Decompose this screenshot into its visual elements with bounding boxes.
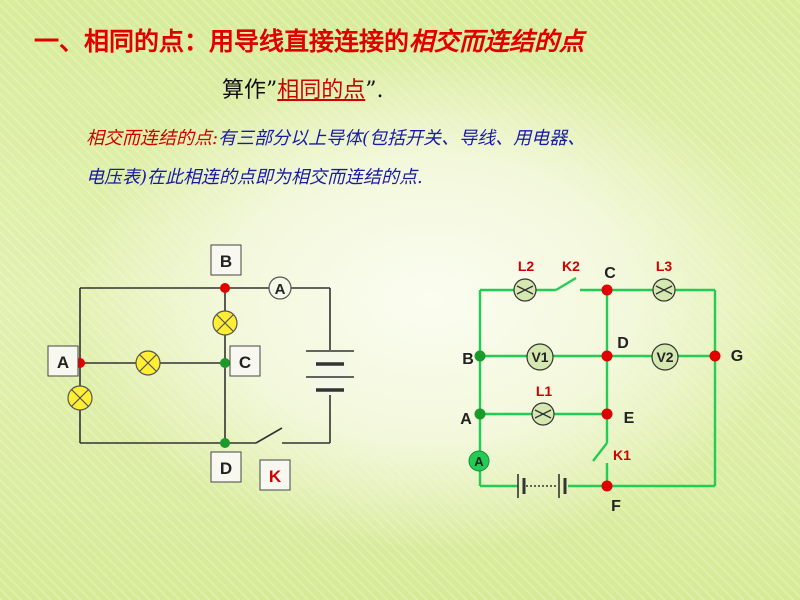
left-label-d-box: D <box>210 451 242 483</box>
left-label-c-box: C <box>229 345 261 377</box>
label-b: B <box>462 351 474 368</box>
left-label-b: B <box>220 252 232 271</box>
label-c: C <box>604 265 616 282</box>
right-node-f-dot <box>601 480 613 492</box>
right-node-e-dot <box>601 408 613 420</box>
battery-gap <box>314 351 346 393</box>
heading-emphasis: 相交而连结的点 <box>409 27 585 56</box>
switch-k1-blade <box>592 442 608 462</box>
right-node-b-dot <box>474 350 486 362</box>
subline: 算作”相同的点”. <box>222 72 384 104</box>
right-node-g-dot <box>709 350 721 362</box>
label-e: E <box>624 410 635 427</box>
definition-line-2: 电压表)在此相连的点即为相交而连结的点. <box>86 167 423 188</box>
heading-prefix: 一、相同的点：用导线直接连接的 <box>34 27 410 56</box>
right-node-c-dot <box>601 284 613 296</box>
label-l3: L3 <box>656 258 673 274</box>
lamp-left <box>67 385 93 411</box>
voltmeter-v2: V2 <box>651 343 679 371</box>
subline-before: 算作” <box>222 78 278 103</box>
left-label-c: C <box>239 353 251 372</box>
ammeter-left-label: A <box>275 281 286 298</box>
label-g: G <box>731 348 743 365</box>
left-label-k: K <box>269 467 282 486</box>
ammeter-right-label: A <box>474 454 484 469</box>
left-node-b-dot <box>220 283 230 293</box>
slide-heading: 一、相同的点：用导线直接连接的相交而连结的点 <box>34 22 584 58</box>
battery-right <box>517 474 567 498</box>
lamp-l2 <box>513 278 537 302</box>
left-label-a: A <box>57 353 69 372</box>
label-a: A <box>460 411 472 428</box>
label-d: D <box>617 335 629 352</box>
right-node-a-dot <box>474 408 486 420</box>
label-l1: L1 <box>536 383 553 399</box>
definition-line-1: 相交而连结的点:有三部分以上导体(包括开关、导线、用电器、 <box>86 124 585 150</box>
left-label-k-box: K <box>259 459 291 491</box>
subline-underlined: 相同的点 <box>277 78 366 103</box>
label-k1: K1 <box>613 447 631 463</box>
switch-k-blade <box>255 427 283 444</box>
label-l2: L2 <box>518 258 535 274</box>
left-node-c-dot <box>220 358 230 368</box>
left-label-d: D <box>220 459 232 478</box>
right-node-d-dot <box>601 350 613 362</box>
subline-after: ”. <box>365 78 384 103</box>
label-f: F <box>611 498 621 515</box>
lamp-top-right <box>212 310 238 336</box>
left-label-b-box: B <box>210 244 242 276</box>
lamp-l3 <box>652 278 676 302</box>
switch-k2-blade <box>555 276 577 292</box>
left-node-d-dot <box>220 438 230 448</box>
definition-line-1-rest: 有三部分以上导体(包括开关、导线、用电器、 <box>218 128 586 149</box>
ammeter-right: A <box>468 450 490 472</box>
right-wires <box>478 276 717 488</box>
lamp-middle <box>135 350 161 376</box>
label-k2: K2 <box>562 258 580 274</box>
battery-left <box>306 350 354 393</box>
lamp-l1 <box>531 402 555 426</box>
ammeter-left: A <box>268 276 292 300</box>
left-label-a-box: A <box>47 345 79 377</box>
voltmeter-v2-label: V2 <box>656 349 673 365</box>
definition-term: 相交而连结的点: <box>86 128 219 149</box>
voltmeter-v1: V1 <box>526 343 554 371</box>
voltmeter-v1-label: V1 <box>531 349 548 365</box>
